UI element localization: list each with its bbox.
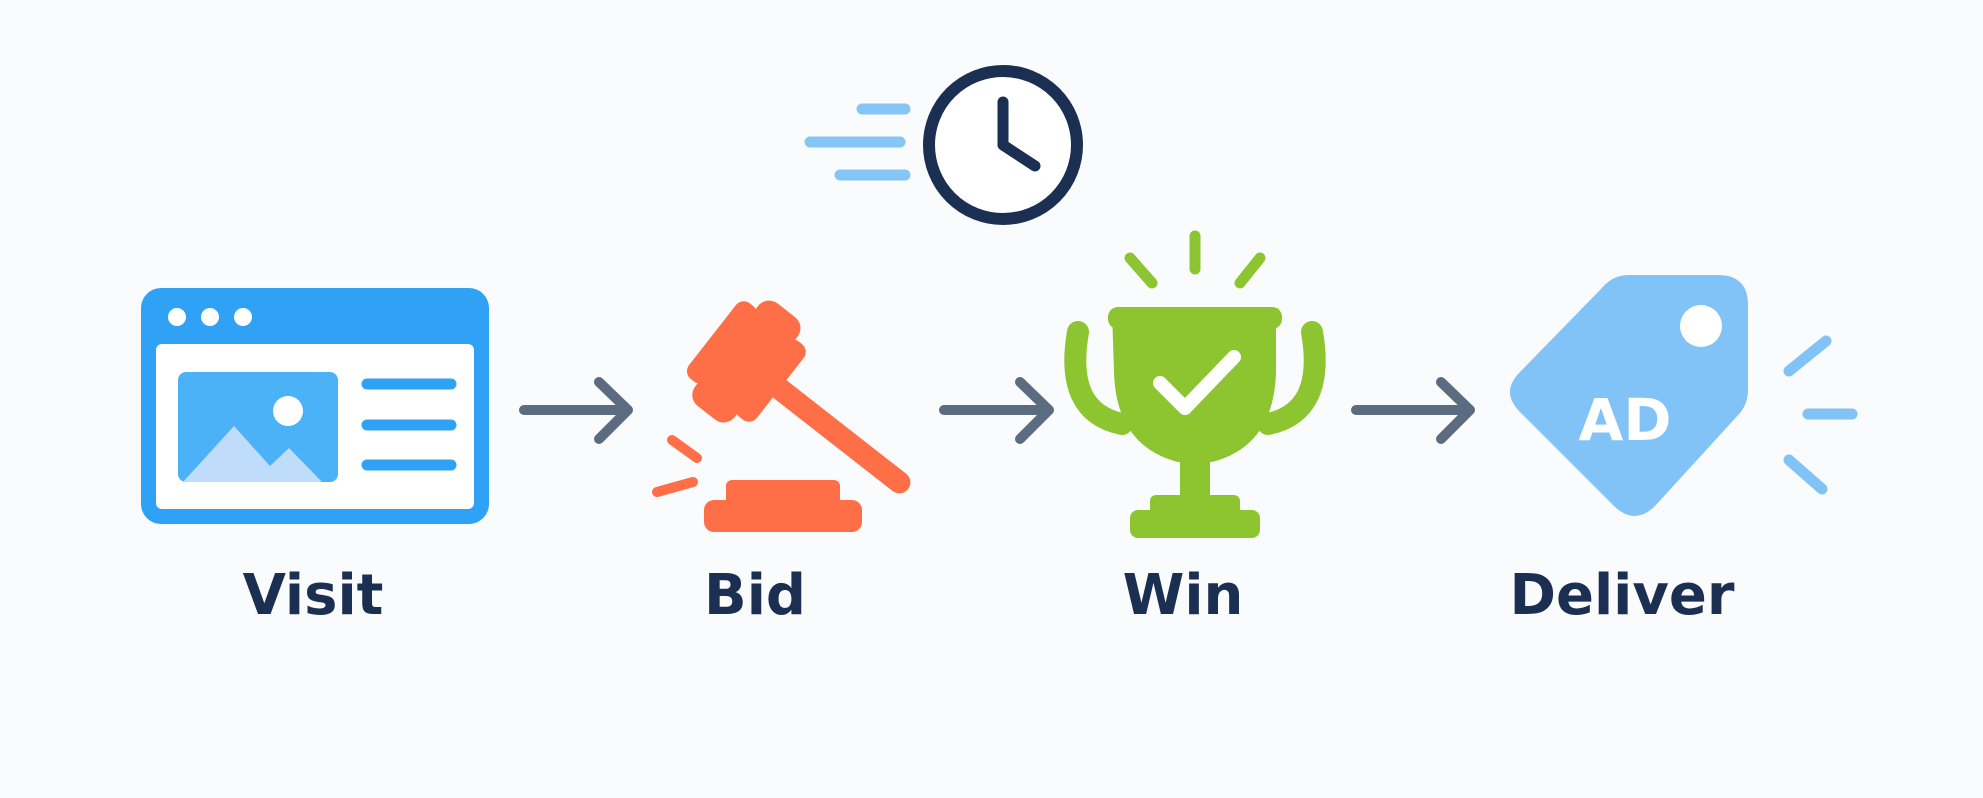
signal-lines xyxy=(1783,335,1858,495)
step-label-bid: Bid xyxy=(704,563,806,628)
step-label-visit: Visit xyxy=(242,563,384,628)
ad-tag-icon: AD xyxy=(1510,275,1858,516)
trophy-check-icon xyxy=(1064,230,1326,538)
arrow-right-icon xyxy=(519,377,633,444)
shine-lines xyxy=(1124,230,1266,289)
browser-window-icon xyxy=(141,288,489,524)
arrow-right-icon xyxy=(939,377,1054,444)
text-lines xyxy=(361,378,457,471)
clock-icon xyxy=(923,65,1083,225)
gavel-icon xyxy=(652,300,911,532)
ad-tag-text: AD xyxy=(1578,386,1671,454)
arrow-right-icon xyxy=(1351,377,1475,444)
step-label-win: Win xyxy=(1122,563,1244,628)
clock-group xyxy=(804,65,1083,225)
image-placeholder-icon xyxy=(178,372,338,482)
speed-lines xyxy=(804,103,911,181)
step-label-deliver: Deliver xyxy=(1509,563,1735,628)
impact-lines xyxy=(652,435,702,497)
